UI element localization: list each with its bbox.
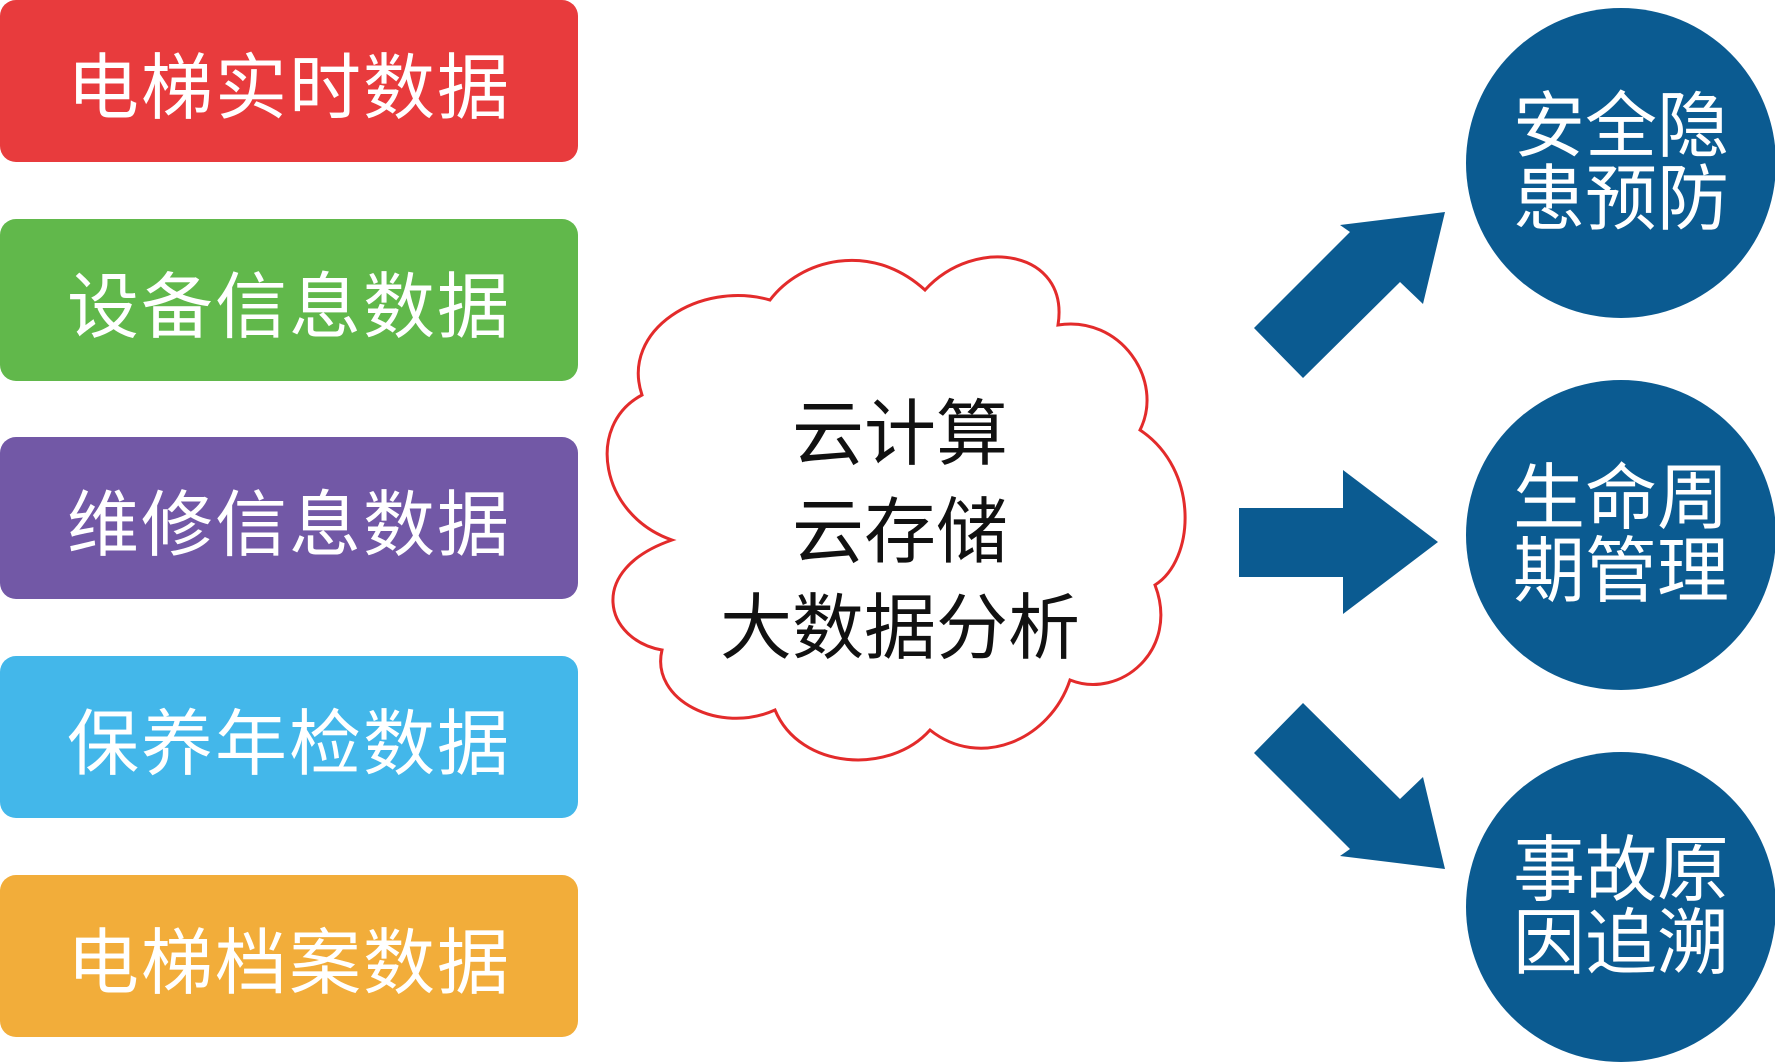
cloud-line-bigdata: 大数据分析 bbox=[719, 586, 1080, 670]
source-box-label: 维修信息数据 bbox=[66, 482, 511, 567]
cloud-line-storage: 云存储 bbox=[791, 490, 1008, 574]
outcome-line: 患预防 bbox=[1512, 157, 1729, 241]
cloud-line-computing: 云计算 bbox=[791, 392, 1008, 476]
source-box-realtime: 电梯实时数据 bbox=[0, 0, 578, 162]
arrow-up-right-icon bbox=[1254, 212, 1445, 378]
outcome-line: 生命周 bbox=[1512, 455, 1729, 540]
source-box-label: 保养年检数据 bbox=[66, 701, 511, 786]
outcome-circle-tracing: 事故原 因追溯 bbox=[1466, 752, 1775, 1062]
outcome-circle-safety: 安全隐 患预防 bbox=[1466, 8, 1775, 318]
source-box-label: 电梯档案数据 bbox=[66, 920, 511, 1005]
arrow-right-icon bbox=[1239, 470, 1438, 614]
cloud-shape bbox=[605, 255, 1187, 762]
source-box-equipment: 设备信息数据 bbox=[0, 219, 578, 381]
outcome-line: 事故原 bbox=[1512, 827, 1729, 912]
outcome-line: 安全隐 bbox=[1512, 83, 1729, 168]
source-box-repair: 维修信息数据 bbox=[0, 437, 578, 599]
source-box-maintenance: 保养年检数据 bbox=[0, 656, 578, 818]
arrow-down-right-icon bbox=[1254, 703, 1445, 869]
outcome-circle-lifecycle: 生命周 期管理 bbox=[1466, 380, 1775, 690]
outcome-line: 因追溯 bbox=[1512, 901, 1729, 985]
source-box-label: 电梯实时数据 bbox=[66, 45, 511, 130]
source-box-label: 设备信息数据 bbox=[66, 264, 511, 349]
source-box-archive: 电梯档案数据 bbox=[0, 875, 578, 1037]
outcome-line: 期管理 bbox=[1512, 529, 1729, 613]
